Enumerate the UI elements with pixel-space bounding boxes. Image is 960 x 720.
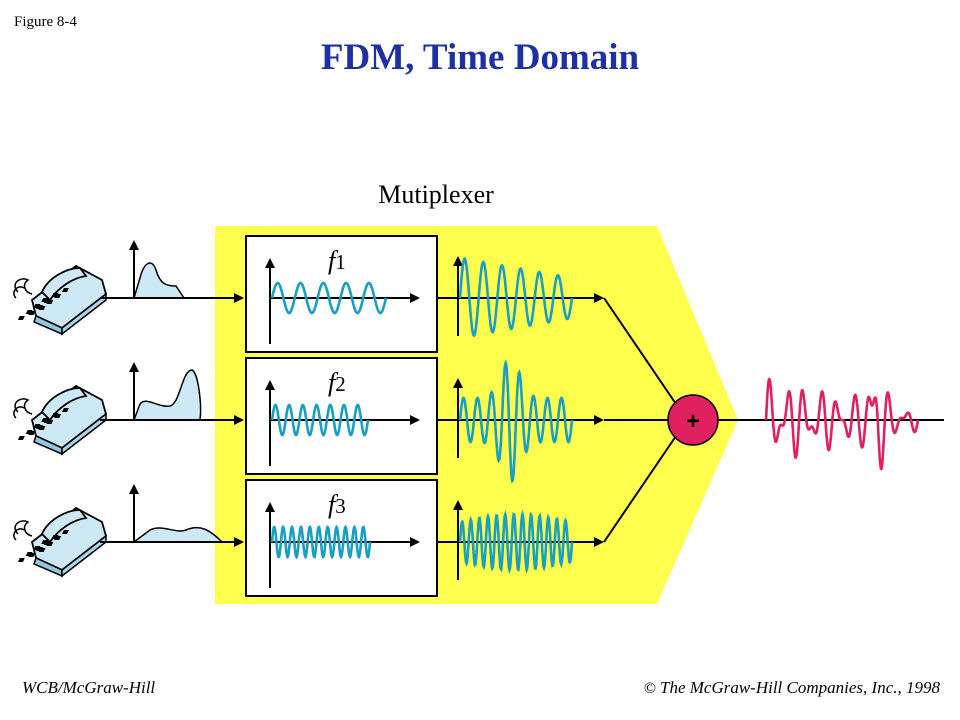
footer-copyright: ©The McGraw-Hill Companies, Inc., 1998 bbox=[644, 678, 940, 698]
phone-key bbox=[38, 548, 46, 552]
carrier-label-1: f1 bbox=[328, 246, 346, 275]
carrier-wave-2 bbox=[270, 403, 370, 437]
phone-key bbox=[46, 300, 54, 304]
copyright-text: The McGraw-Hill Companies, Inc., 1998 bbox=[659, 678, 940, 697]
input-spectrum-2 bbox=[132, 369, 202, 421]
phone-key bbox=[17, 436, 25, 440]
phone-key bbox=[17, 316, 25, 320]
phone-key bbox=[28, 311, 36, 315]
carrier-label-2: f2 bbox=[328, 368, 346, 397]
phone-icon bbox=[13, 384, 108, 456]
phone-icon bbox=[13, 264, 108, 336]
modulated-wave-3 bbox=[458, 509, 574, 575]
phone-key bbox=[62, 530, 69, 534]
phone-cord-loop bbox=[13, 406, 25, 419]
phone-cord bbox=[14, 278, 33, 295]
phone-key bbox=[46, 420, 54, 424]
phone-icon bbox=[13, 506, 108, 578]
phone-base-front bbox=[61, 292, 107, 336]
phone-key bbox=[54, 536, 62, 540]
carrier-wave-1 bbox=[270, 281, 388, 315]
copyright-symbol: © bbox=[643, 680, 656, 697]
page-title: FDM, Time Domain bbox=[320, 37, 640, 78]
phone-handset bbox=[40, 387, 88, 422]
phone-key bbox=[38, 426, 46, 430]
carrier-wave-3 bbox=[270, 524, 372, 560]
phone-key bbox=[54, 414, 62, 418]
phone-cord-loop bbox=[13, 528, 25, 541]
phone-key bbox=[28, 431, 36, 435]
phone-key bbox=[28, 553, 36, 557]
merge-line-3 bbox=[603, 435, 677, 543]
input-spectrum-3 bbox=[131, 526, 224, 543]
figure-label: Figure 8-4 bbox=[14, 14, 77, 30]
multiplexer-label: Mutiplexer bbox=[378, 180, 494, 209]
phone-key bbox=[46, 542, 54, 546]
phone-handset bbox=[40, 267, 88, 302]
phone-key bbox=[62, 408, 69, 412]
combiner-plus: + bbox=[686, 408, 700, 435]
composite-wave bbox=[764, 377, 920, 471]
phone-key bbox=[38, 306, 46, 310]
phone-key bbox=[62, 288, 69, 292]
modulated-wave-2 bbox=[458, 359, 574, 484]
phone-cord-loop bbox=[13, 286, 25, 299]
phone-key bbox=[17, 558, 25, 562]
input-spectrum-1 bbox=[132, 262, 186, 299]
combiner-circle bbox=[667, 394, 719, 446]
carrier-label-3: f3 bbox=[328, 490, 346, 519]
phone-cord bbox=[14, 520, 33, 537]
merge-line-1 bbox=[603, 297, 677, 405]
phone-key bbox=[54, 294, 62, 298]
footer-publisher: WCB/McGraw-Hill bbox=[22, 678, 156, 697]
modulator-box-3 bbox=[245, 479, 438, 597]
phone-cord bbox=[14, 398, 33, 415]
modulated-wave-1 bbox=[458, 256, 574, 338]
phone-handset bbox=[40, 509, 88, 544]
